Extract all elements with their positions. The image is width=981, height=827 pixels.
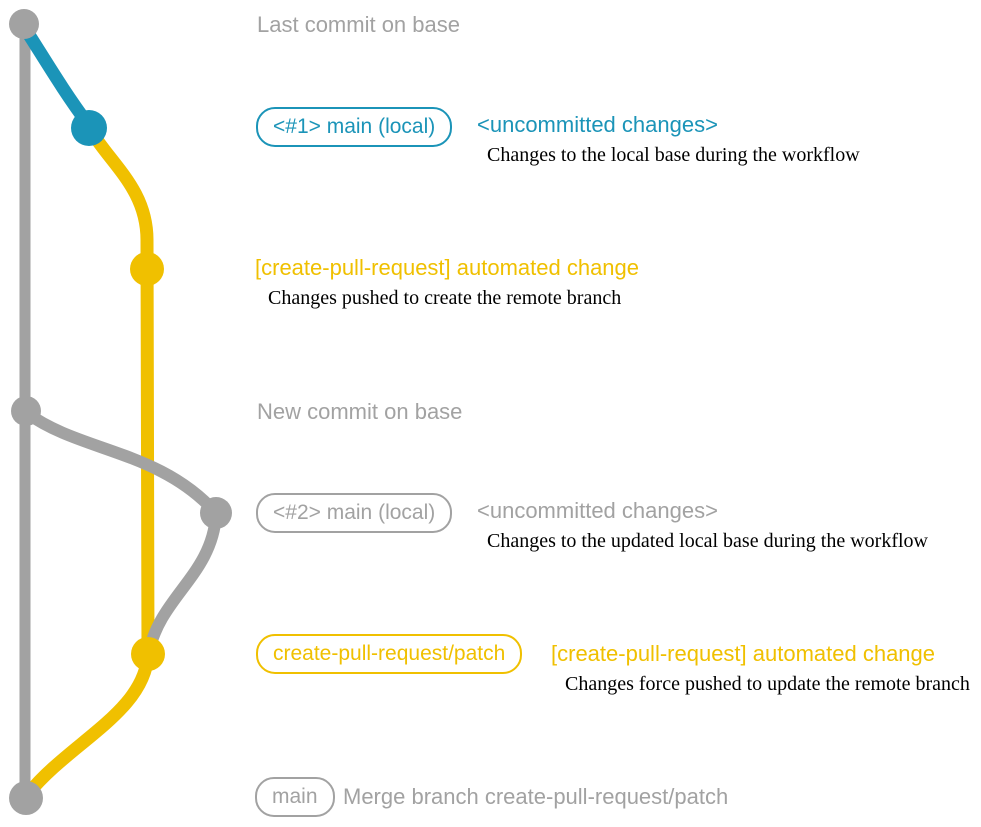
uncommitted-branch-curve-1 [19, 23, 95, 131]
badge-create-pull-request-patch: create-pull-request/patch [256, 634, 523, 674]
commit-dot-uncommitted-1 [71, 110, 107, 146]
badge-main-local-2: <#2> main (local) [256, 493, 453, 533]
commit-dot-base-1 [9, 9, 39, 39]
patch-merge-curve [21, 647, 155, 801]
badge-main: main [255, 777, 335, 817]
title-uncommitted-changes-1: <uncommitted changes> [477, 112, 718, 137]
branch-graph [9, 9, 232, 815]
title-uncommitted-changes-2: <uncommitted changes> [477, 498, 718, 523]
desc-updated-local-base-changes: Changes to the updated local base during… [487, 530, 928, 552]
badge-main-local-1: <#1> main (local) [256, 107, 453, 147]
commit-dot-base-2 [11, 396, 41, 426]
main2-to-patch-curve [143, 509, 222, 658]
commit-dot-patch-1 [130, 252, 164, 286]
title-automated-change-2: [create-pull-request] automated change [551, 641, 936, 666]
title-automated-change-1: [create-pull-request] automated change [255, 255, 640, 280]
commit-dot-uncommitted-2 [200, 497, 232, 529]
desc-changes-force-pushed: Changes force pushed to update the remot… [565, 673, 970, 695]
desc-local-base-changes: Changes to the local base during the wor… [487, 144, 860, 166]
base-to-main2-curve [21, 407, 222, 519]
desc-changes-pushed: Changes pushed to create the remote bran… [268, 287, 622, 309]
patch-branch-line [84, 124, 155, 661]
caption-new-commit-on-base: New commit on base [257, 399, 463, 424]
title-merge-branch: Merge branch create-pull-request/patch [343, 784, 729, 809]
commit-dot-merge [9, 781, 43, 815]
caption-last-commit-on-base: Last commit on base [257, 12, 460, 37]
commit-dot-patch-2 [131, 637, 165, 671]
